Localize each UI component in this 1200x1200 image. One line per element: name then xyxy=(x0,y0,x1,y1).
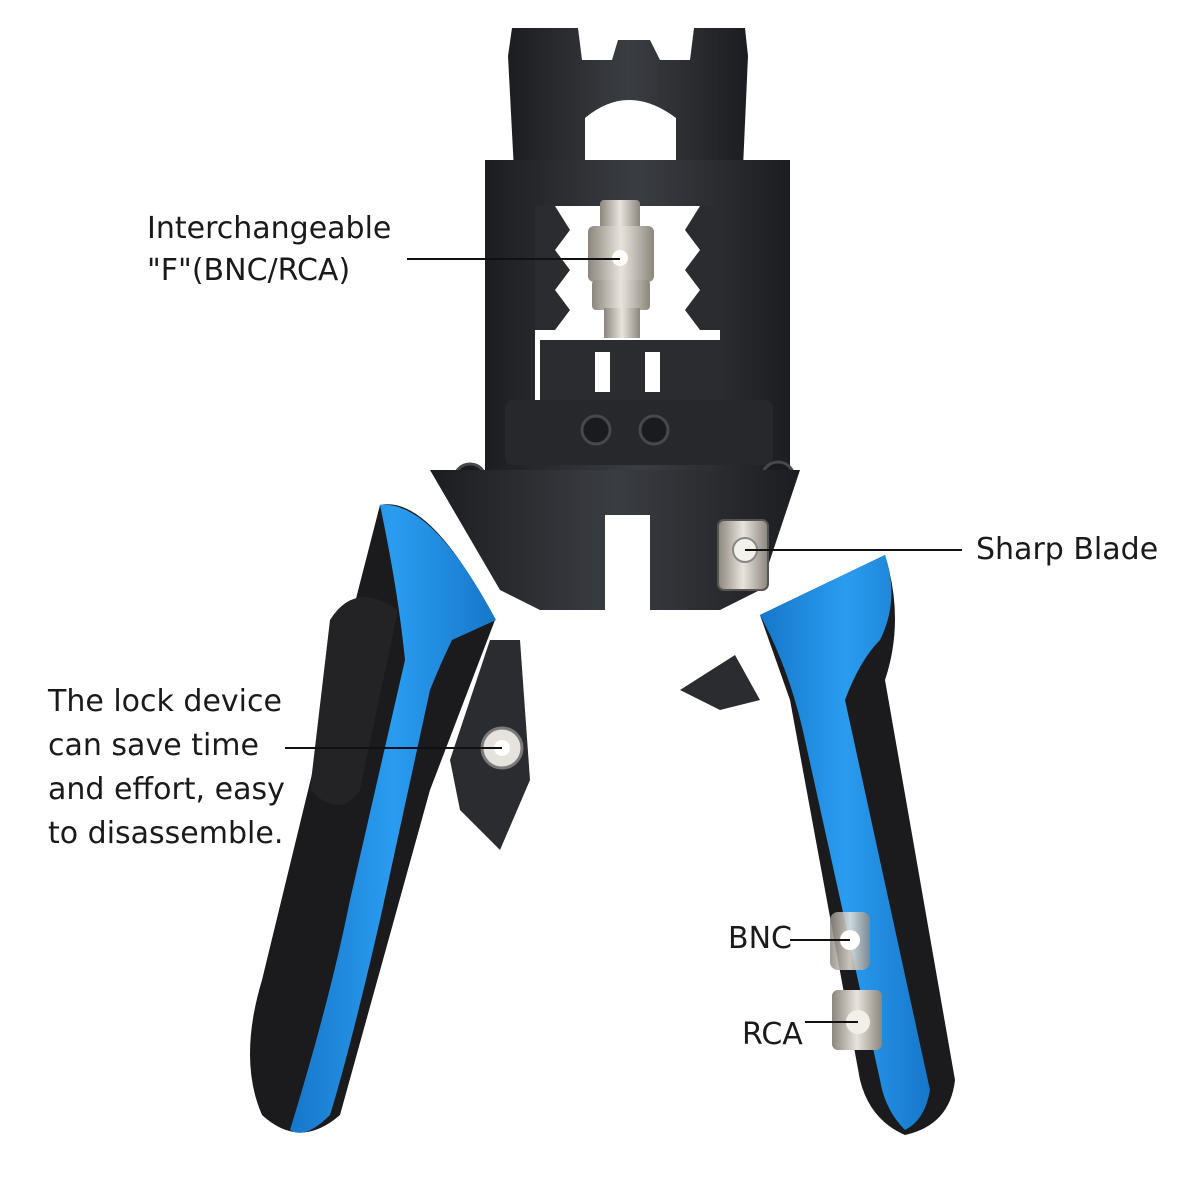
callout-lock-line3: and effort, easy xyxy=(48,772,285,807)
callout-lines xyxy=(285,258,962,1023)
left-handle xyxy=(250,504,496,1133)
callout-lock-line2: can save time xyxy=(48,728,259,763)
right-handle xyxy=(680,555,955,1135)
callout-bnc: BNC xyxy=(728,921,792,956)
f-connector xyxy=(588,200,654,338)
callout-lock-line1: The lock device xyxy=(48,684,282,719)
callout-interchangeable-line2: "F"(BNC/RCA) xyxy=(147,253,351,288)
callout-interchangeable-line1: Interchangeable xyxy=(147,211,392,246)
callout-lock-device: The lock device can save time and effort… xyxy=(48,680,285,856)
callout-lock-line4: to disassemble. xyxy=(48,816,284,851)
sharp-blade xyxy=(717,519,769,591)
callout-sharp-blade: Sharp Blade xyxy=(976,532,1159,567)
callout-interchangeable: Interchangeable "F"(BNC/RCA) xyxy=(147,208,391,292)
callout-rca: RCA xyxy=(742,1017,803,1052)
